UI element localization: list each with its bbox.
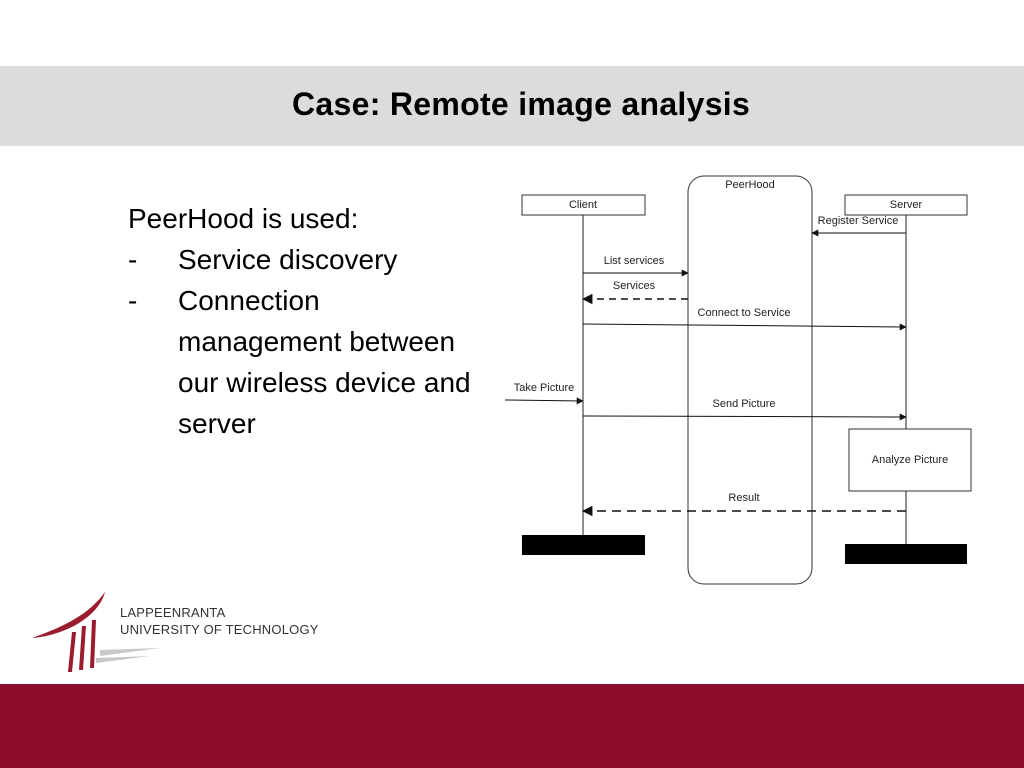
university-logo-icon [32,592,160,672]
connect-to-service-label: Connect to Service [698,307,791,319]
bullet-dash: - [128,244,138,275]
take-picture-label: Take Picture [514,382,575,394]
intro-text: PeerHood is used: [128,203,359,234]
take-picture-arrow [504,397,584,405]
server-label: Server [890,199,923,211]
client-label: Client [569,199,597,211]
logo-line-1: LAPPEENRANTA [120,605,226,620]
services-label: Services [613,280,656,292]
logo-text: LAPPEENRANTA UNIVERSITY OF TECHNOLOGY [120,604,319,638]
slide-title: Case: Remote image analysis [292,86,751,122]
connect-to-service-arrow [582,323,907,331]
footer-band [0,684,1024,768]
analyze-picture-box [848,428,972,492]
slide-content: PeerHood is used: - Service discovery - … [128,198,488,444]
bullet-item: - Service discovery [128,239,488,280]
bullet-text: Connection management between our wirele… [178,285,471,439]
peerhood-label: PeerHood [725,179,775,191]
bullet-list: - Service discovery - Connection managem… [128,239,488,444]
result-label: Result [728,492,759,504]
peerhood-box [687,175,813,585]
register-service-label: Register Service [818,215,899,227]
client-end-bar [522,535,645,555]
list-services-label: List services [604,255,665,267]
send-picture-arrow [582,413,907,421]
bullet-text: Service discovery [178,244,398,275]
sequence-diagram: PeerHood Client Server Register Service … [504,175,972,585]
bullet-item: - Connection management between our wire… [128,280,488,444]
bullet-dash: - [128,285,138,316]
analyze-picture-label: Analyze Picture [872,454,948,466]
title-band [0,66,1024,146]
logo-line-2: UNIVERSITY OF TECHNOLOGY [120,622,319,637]
send-picture-label: Send Picture [713,398,776,410]
server-end-bar [845,544,967,564]
